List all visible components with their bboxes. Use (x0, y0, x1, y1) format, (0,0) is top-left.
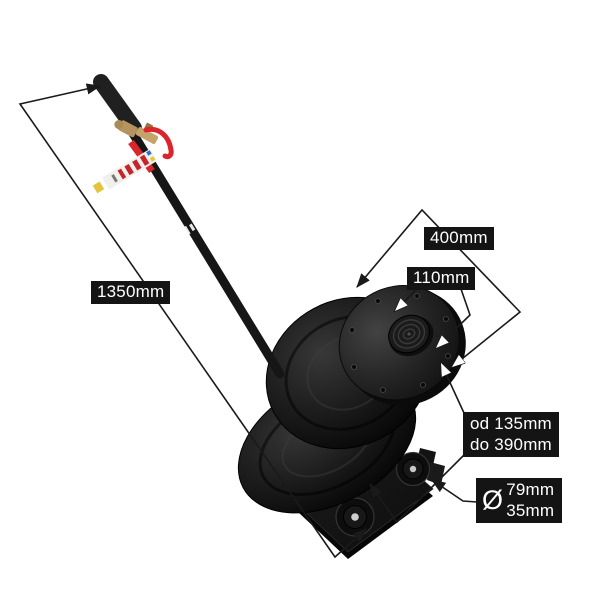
dim-label-pad: 110mm (407, 267, 476, 290)
dim-label-wheel: Ø 79mm 35mm (476, 478, 563, 524)
dim-line-width-400 (357, 208, 522, 367)
dim-leader-pad-left (395, 289, 417, 311)
dim-label-height-range: od 135mm do 390mm (463, 412, 559, 458)
dim-leader-range-top (441, 363, 465, 414)
height-range-from: od 135mm (470, 414, 552, 433)
diameter-icon: Ø (482, 485, 504, 516)
air-jack-product (92, 74, 466, 559)
wheel-width-value: 35mm (506, 500, 555, 520)
height-range-to: do 390mm (470, 434, 552, 454)
dim-label-width: 400mm (424, 227, 494, 250)
dim-leader-wheel (431, 479, 478, 503)
dim-leader-pad-right (436, 288, 471, 348)
dim-leader-range-bottom (369, 454, 465, 524)
caster-wheel-rear (395, 448, 445, 487)
wheel-diameter-value: 79mm (506, 480, 555, 499)
brand-sticker (92, 149, 157, 194)
dimension-lines (18, 83, 522, 559)
dim-line-length-1350 (18, 83, 367, 559)
dim-label-length: 1350mm (91, 281, 171, 304)
